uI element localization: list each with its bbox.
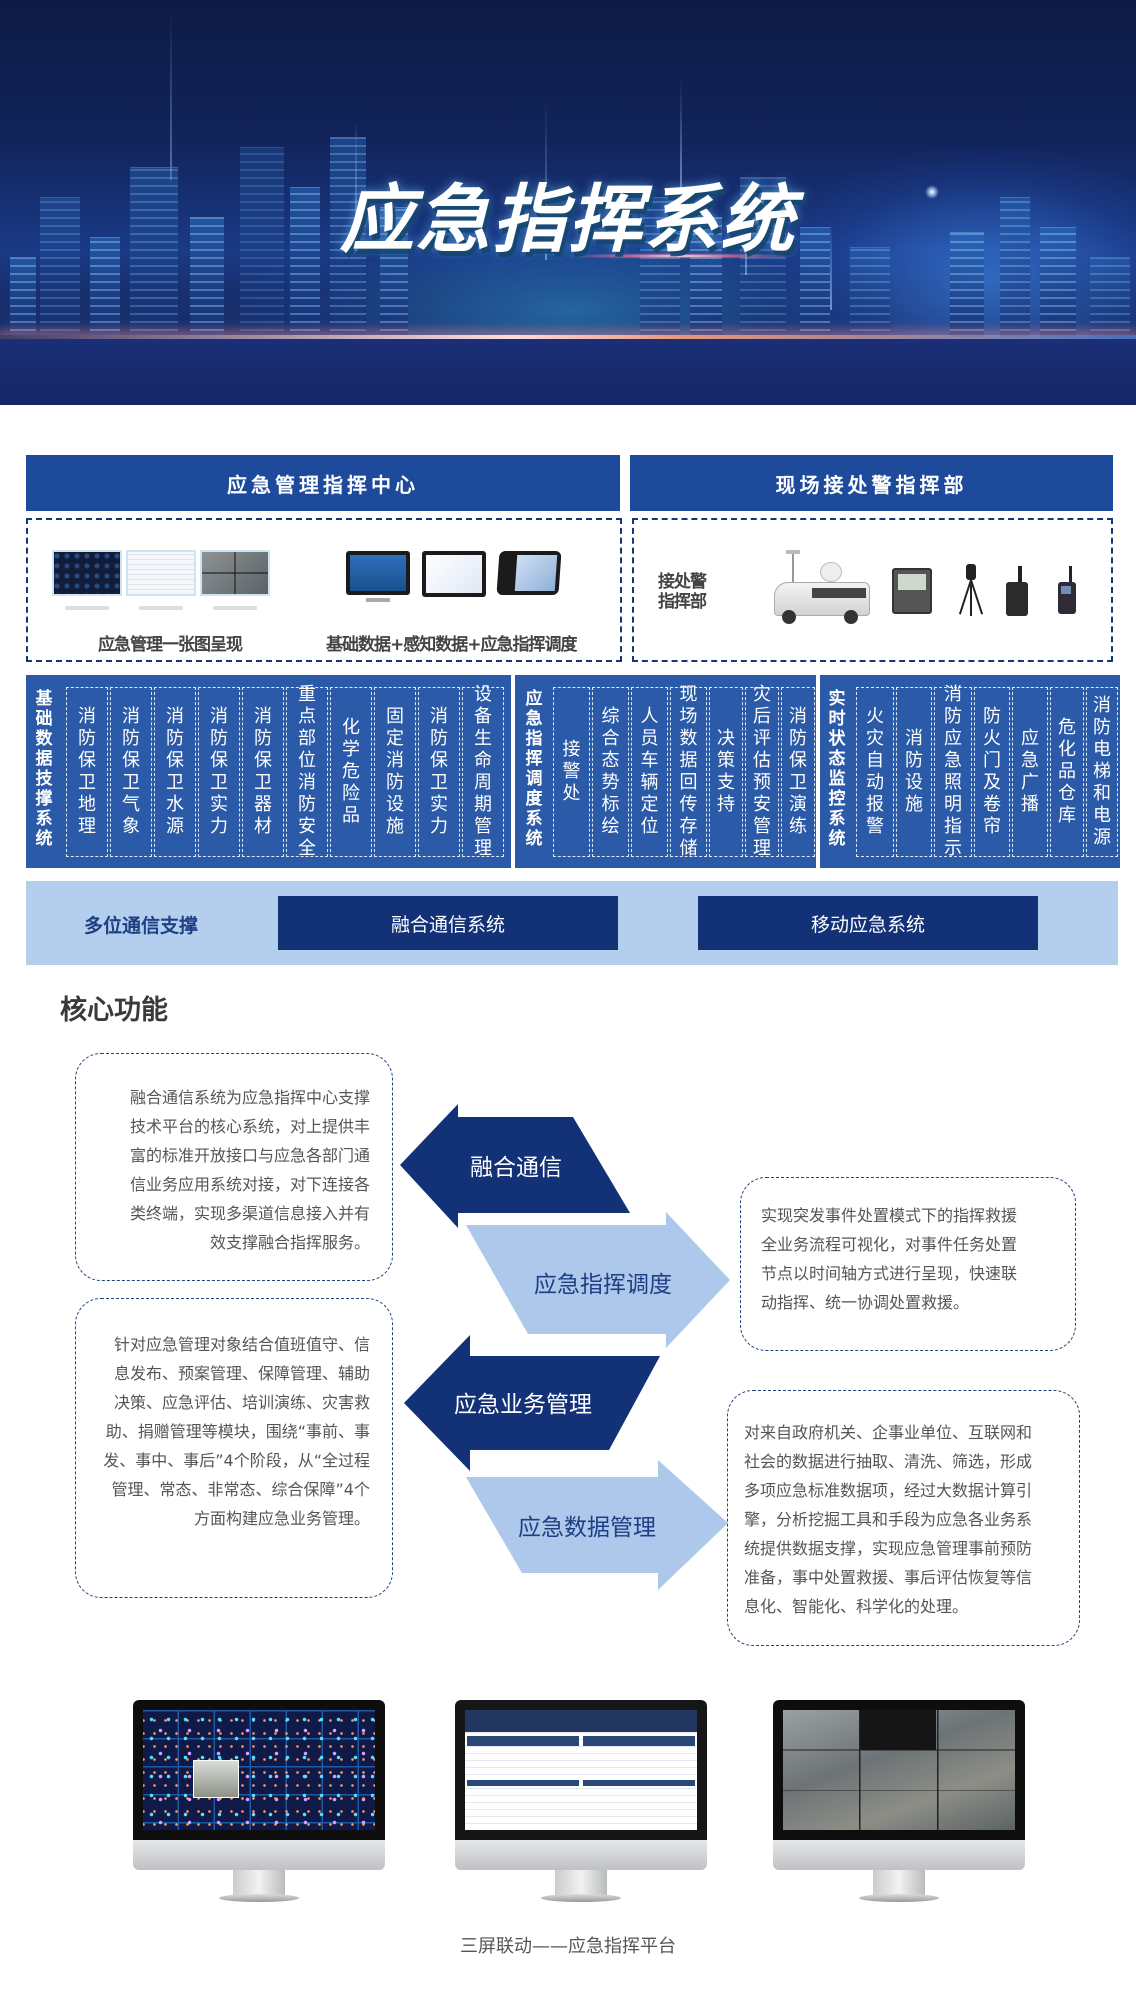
system-item[interactable]: 消防应急照明指示 <box>934 684 972 859</box>
arrow-label-command-dispatch[interactable]: 应急指挥调度 <box>534 1272 672 1298</box>
system-title: 应急指挥调度系统 <box>525 689 543 849</box>
system-item[interactable]: 决策支持 <box>709 687 743 857</box>
system-realtime-monitor: 实时状态监控系统 火灾自动报警 消防设施 消防应急照明指示 防火门及卷帘 应急广… <box>820 675 1120 868</box>
system-item[interactable]: 防火门及卷帘 <box>974 687 1010 857</box>
hero-banner: 应急指挥系统 <box>0 0 1136 405</box>
label-reception-line1: 接处警 <box>658 572 707 592</box>
video-wall-monitor <box>773 1700 1025 1910</box>
header-field-command: 现场接处警指挥部 <box>630 455 1113 511</box>
system-item[interactable]: 消防保卫实力 <box>198 687 240 857</box>
dispatch-form-monitor <box>455 1700 707 1910</box>
system-item[interactable]: 消防保卫器材 <box>242 687 284 857</box>
system-item[interactable]: 设备生命周期管理 <box>462 684 504 859</box>
system-item[interactable]: 人员车辆定位 <box>631 687 668 857</box>
desc-command-dispatch: 实现突发事件处置模式下的指挥救援 全业务流程可视化，对事件任务处置 节点以时间轴… <box>740 1177 1076 1351</box>
mobile-emergency-system-button[interactable]: 移动应急系统 <box>698 896 1038 950</box>
handheld-terminal-icon <box>1006 566 1028 616</box>
command-vehicle-icon <box>768 550 874 626</box>
system-title: 实时状态监控系统 <box>828 689 846 849</box>
banner-title: 应急指挥系统 <box>340 177 796 263</box>
tablet-icon <box>422 551 486 597</box>
header-command-center: 应急管理指挥中心 <box>26 455 620 511</box>
system-item[interactable]: 消防保卫地理 <box>66 687 108 857</box>
caption-one-map: 应急管理一张图呈现 <box>98 635 243 655</box>
system-title: 基础数据技撑系统 <box>35 689 53 849</box>
label-reception-line2: 指挥部 <box>658 592 707 612</box>
map-monitor <box>133 1700 385 1910</box>
system-item[interactable]: 消防保卫实力 <box>418 687 460 857</box>
comm-support-label: 多位通信支撑 <box>84 915 199 937</box>
desktop-monitor-icon <box>346 551 410 595</box>
arrow-right-icon <box>466 1212 730 1348</box>
arrow-label-business-mgmt[interactable]: 应急业务管理 <box>454 1392 592 1418</box>
video-phone-icon <box>496 551 562 595</box>
tripod-camera-icon <box>956 564 986 620</box>
arrow-label-data-mgmt[interactable]: 应急数据管理 <box>518 1515 656 1541</box>
system-command-dispatch: 应急指挥调度系统 接警处 综合态势标绘 人员车辆定位 现场数据回传存储 决策支持… <box>515 675 816 868</box>
system-basic-data: 基础数据技撑系统 消防保卫地理 消防保卫气象 消防保卫水源 消防保卫实力 消防保… <box>26 675 511 868</box>
system-item[interactable]: 灾后评估预安管理 <box>745 684 779 859</box>
core-functions-title: 核心功能 <box>60 995 168 1026</box>
system-item[interactable]: 消防保卫气象 <box>110 687 152 857</box>
system-item[interactable]: 消防设施 <box>896 687 932 857</box>
system-item[interactable]: 火灾自动报警 <box>856 687 894 857</box>
platform-caption: 三屏联动——应急指挥平台 <box>460 1936 676 1957</box>
system-item[interactable]: 消防保卫演练 <box>781 687 815 857</box>
system-item[interactable]: 危化品仓库 <box>1050 687 1084 857</box>
system-item[interactable]: 固定消防设施 <box>374 687 416 857</box>
system-item[interactable]: 消防保卫水源 <box>154 687 196 857</box>
arrow-label-fusion-comm[interactable]: 融合通信 <box>470 1155 562 1181</box>
portable-case-icon <box>892 568 932 614</box>
system-item[interactable]: 现场数据回传存储 <box>670 684 707 859</box>
system-item[interactable]: 接警处 <box>553 687 590 857</box>
arrow-left-icon <box>400 1104 630 1228</box>
system-item[interactable]: 消防电梯和电源 <box>1086 687 1118 857</box>
field-command-panel: 接处警 指挥部 <box>632 518 1113 662</box>
comm-support-band: 多位通信支撑 融合通信系统 移动应急系统 <box>26 881 1118 965</box>
system-item[interactable]: 化学危险品 <box>330 687 372 857</box>
desc-data-mgmt: 对来自政府机关、企事业单位、互联网和 社会的数据进行抽取、清洗、筛选，形成 多项… <box>727 1390 1080 1646</box>
arrow-right-icon <box>466 1460 728 1590</box>
desc-fusion-comm: 融合通信系统为应急指挥中心支撑 技术平台的核心系统，对上提供丰 富的标准开放接口… <box>75 1053 393 1281</box>
system-item[interactable]: 应急广播 <box>1012 687 1048 857</box>
walkie-talkie-icon <box>1058 566 1076 616</box>
desc-business-mgmt: 针对应急管理对象结合值班值守、信 息发布、预案管理、保障管理、辅助 决策、应急评… <box>75 1298 393 1598</box>
arrow-left-icon <box>404 1335 660 1471</box>
command-center-panel: 应急管理一张图呈现 基础数据+感知数据+应急指挥调度 <box>26 518 622 662</box>
caption-data-dispatch: 基础数据+感知数据+应急指挥调度 <box>326 635 577 655</box>
system-item[interactable]: 综合态势标绘 <box>592 687 629 857</box>
fusion-comm-system-button[interactable]: 融合通信系统 <box>278 896 618 950</box>
system-item[interactable]: 重点部位消防安全 <box>286 684 328 859</box>
